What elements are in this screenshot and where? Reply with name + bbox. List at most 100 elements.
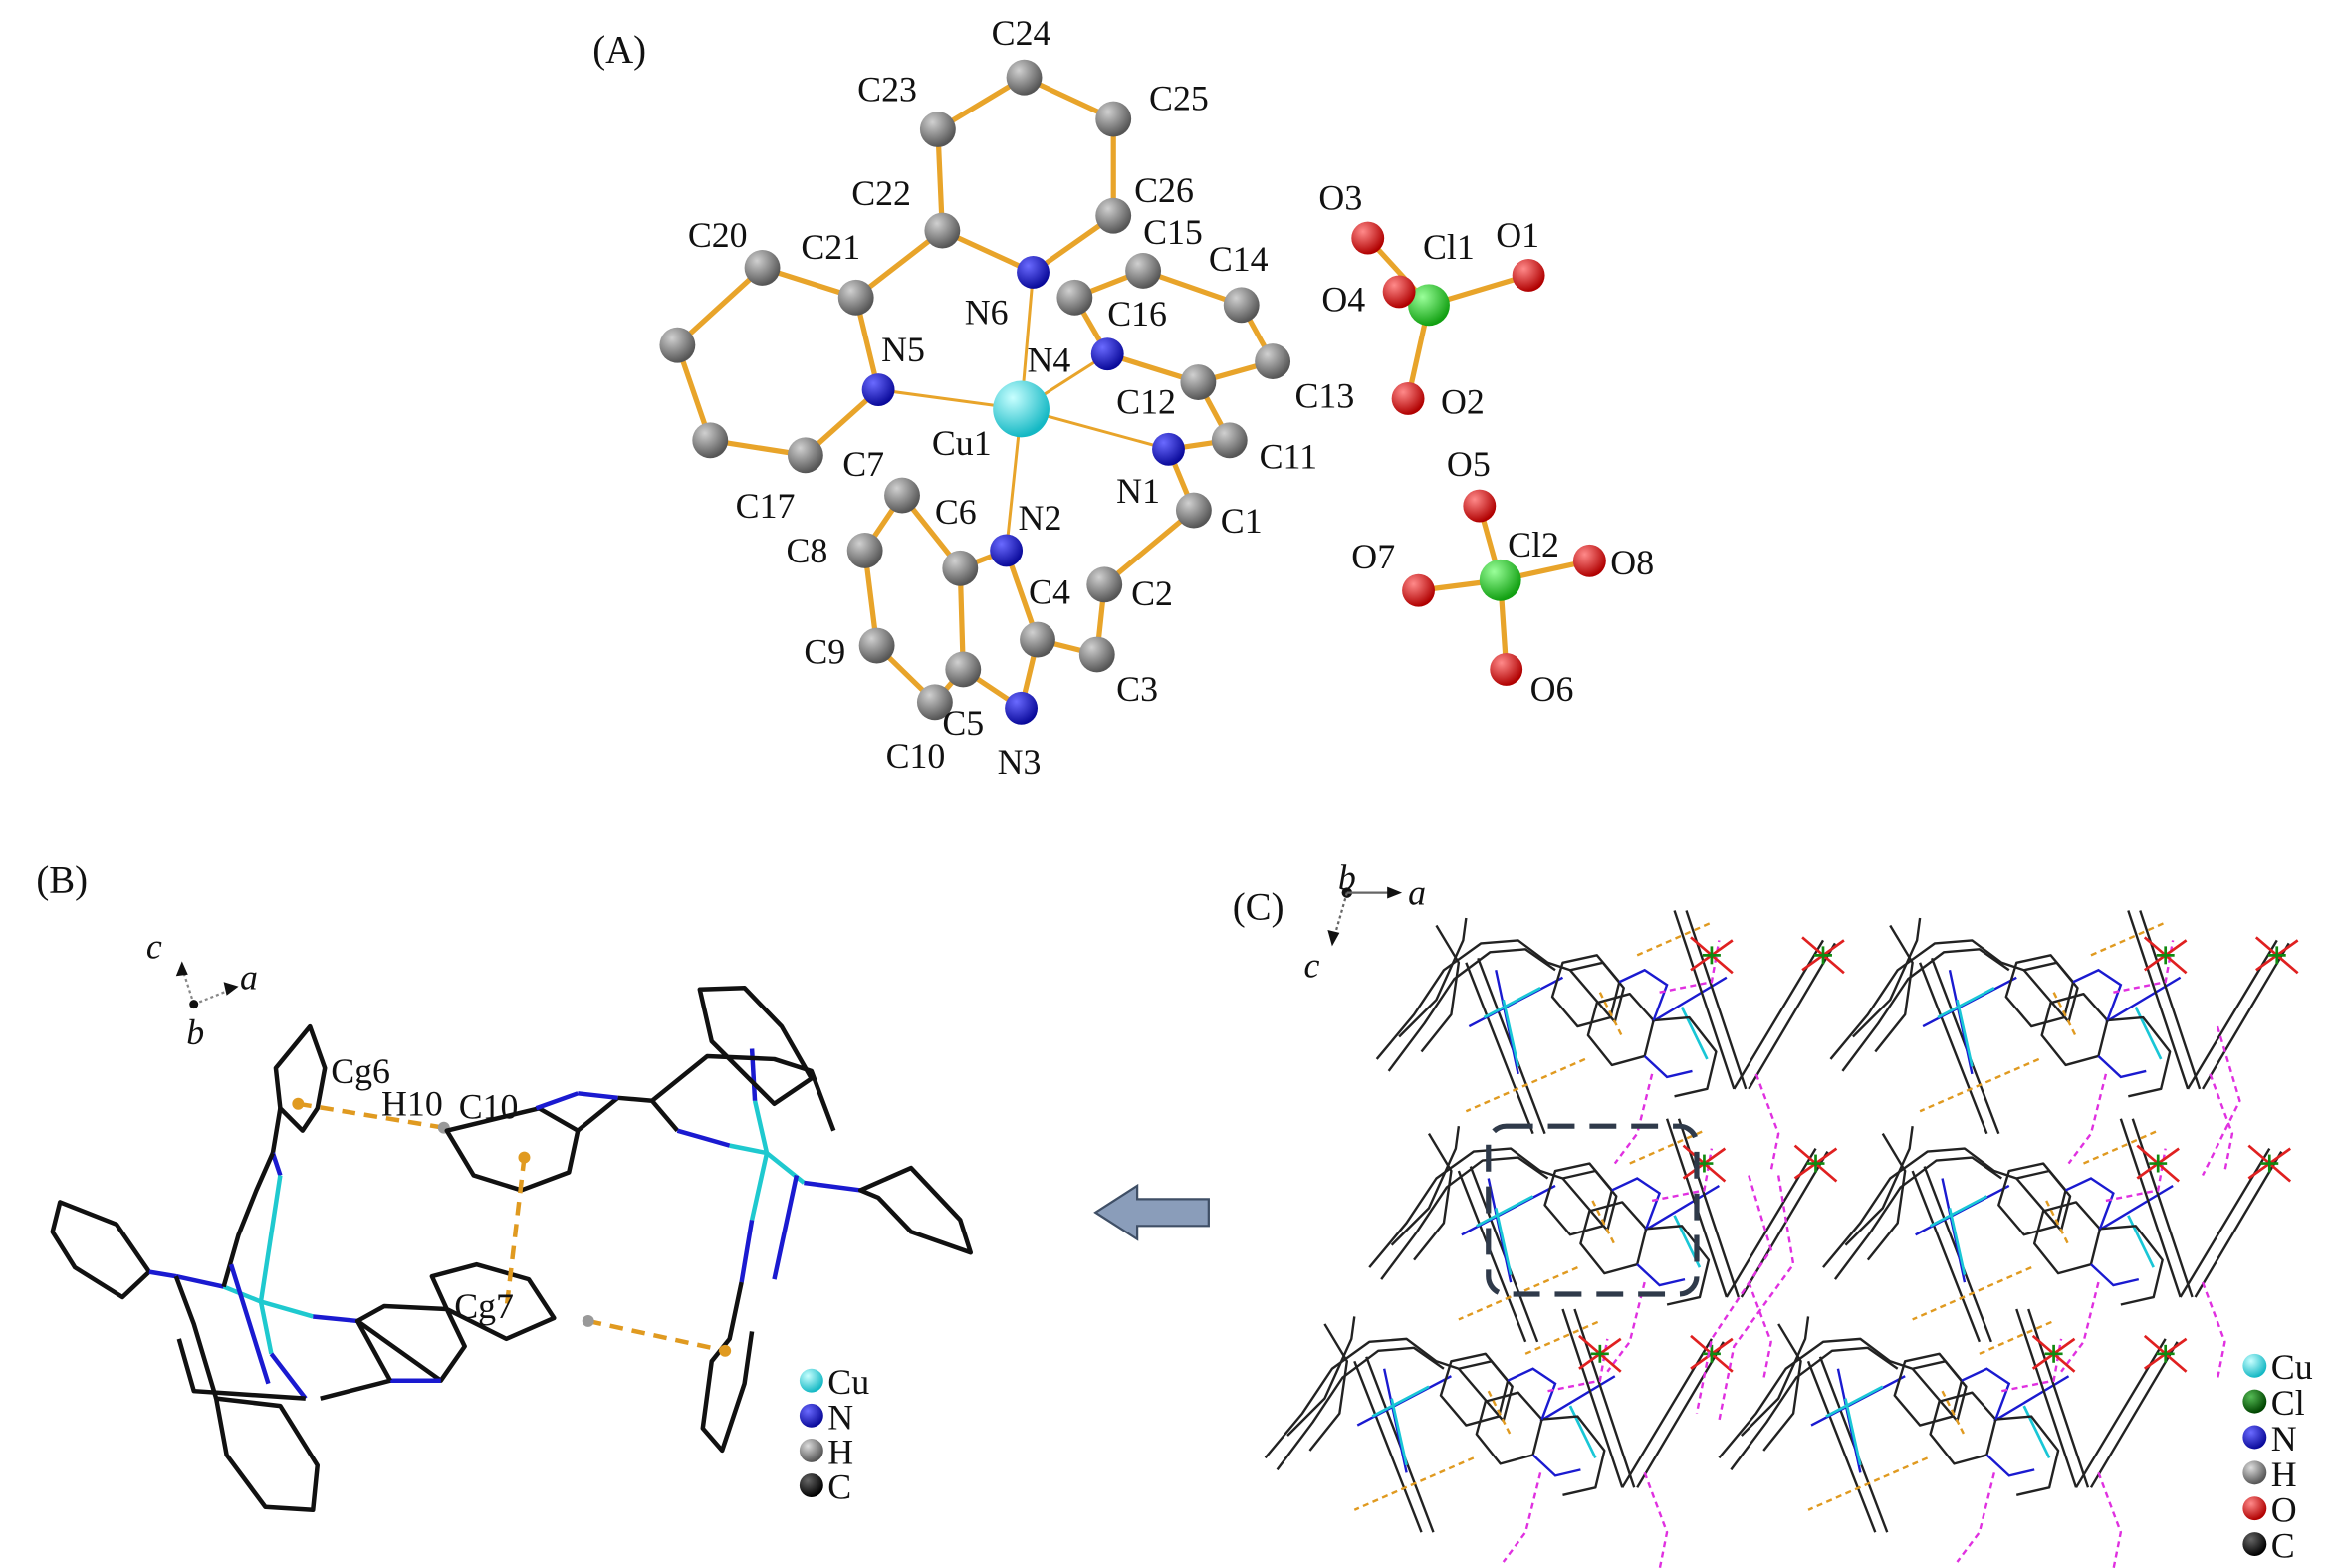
- atom-label-o2: O2: [1441, 381, 1485, 421]
- atom-o8: [1572, 544, 1606, 577]
- atom-label-n6: N6: [965, 293, 1009, 333]
- atom-label-c3: C3: [1116, 669, 1158, 709]
- legend-label-n: N: [827, 1397, 853, 1437]
- atom-c2: [1086, 566, 1123, 603]
- atom-c25: [1095, 101, 1132, 137]
- annotation-cg7: Cg7: [454, 1286, 514, 1326]
- atom-c20: [744, 250, 781, 286]
- atom-c16: [1056, 279, 1093, 316]
- legend-label-c: C: [827, 1467, 851, 1507]
- highlight-box: [1486, 1123, 1700, 1297]
- axis-a-label: a: [240, 958, 258, 998]
- panel-b-axes: c a b: [146, 926, 258, 1052]
- legend-swatch-h: [2242, 1460, 2267, 1485]
- atom-label-o6: O6: [1530, 669, 1574, 709]
- legend-swatch-h: [799, 1438, 823, 1462]
- atom-label-c24: C24: [992, 13, 1051, 53]
- atom-c23: [919, 112, 956, 147]
- atom-label-c10: C10: [886, 736, 946, 776]
- atom-label-c2: C2: [1131, 573, 1173, 613]
- atom-label-cl1: Cl1: [1423, 227, 1475, 267]
- atom-label-c25: C25: [1149, 79, 1209, 118]
- atom-label-c6: C6: [935, 492, 977, 532]
- atom-label-c20: C20: [688, 215, 748, 255]
- atom-label-c23: C23: [857, 70, 917, 110]
- atom-label-o7: O7: [1351, 537, 1395, 576]
- legend-swatch-o: [2242, 1496, 2267, 1521]
- atom-label-n2: N2: [1019, 498, 1062, 538]
- legend-label-h: H: [827, 1432, 853, 1471]
- atom-n4: [1090, 337, 1124, 371]
- legend-swatch-n: [799, 1403, 823, 1428]
- axis-c-label: c: [146, 926, 162, 966]
- legend-label-n: N: [2271, 1419, 2297, 1458]
- legend-label-cu: Cu: [827, 1362, 869, 1402]
- atom-n5: [861, 373, 895, 406]
- legend-label-c: C: [2271, 1526, 2295, 1566]
- atom-c3: [1078, 636, 1115, 673]
- panel-c-label: (C): [1233, 885, 1284, 928]
- legend-swatch-cl: [2242, 1389, 2267, 1414]
- atom-label-c7: C7: [842, 444, 884, 484]
- atom-n3: [1005, 691, 1038, 725]
- atom-label-n1: N1: [1116, 471, 1160, 511]
- atom-c8: [846, 532, 883, 568]
- axis-b-label: b: [186, 1012, 204, 1052]
- bond: [1101, 507, 1197, 587]
- atom-x18: [692, 422, 729, 459]
- atom-label-c12: C12: [1116, 381, 1176, 421]
- atom-label-c15: C15: [1143, 212, 1203, 252]
- atom-label-o3: O3: [1318, 178, 1362, 218]
- atom-o3: [1351, 221, 1385, 255]
- atom-cu1: [993, 380, 1050, 438]
- legend-swatch-c: [2242, 1532, 2267, 1557]
- atom-label-n5: N5: [881, 330, 925, 369]
- atom-o4: [1382, 275, 1416, 309]
- atom-label-n3: N3: [998, 742, 1042, 782]
- atom-label-n4: N4: [1028, 340, 1071, 380]
- atom-label-c8: C8: [786, 531, 827, 570]
- atom-label-cl2: Cl2: [1508, 525, 1559, 564]
- panel-c-packing: [1264, 909, 2300, 1568]
- bond: [853, 228, 945, 301]
- atom-c22: [924, 212, 961, 249]
- atom-c10: [916, 684, 953, 721]
- legend-label-cu: Cu: [2271, 1347, 2313, 1387]
- atom-c14: [1223, 287, 1260, 324]
- atom-label-c16: C16: [1107, 294, 1167, 334]
- panel-c-axes: b a c: [1303, 858, 1426, 986]
- atom-label-c11: C11: [1260, 437, 1317, 477]
- atom-label-c21: C21: [801, 227, 860, 267]
- atom-label-c13: C13: [1295, 375, 1355, 415]
- atom-label-cu1: Cu1: [932, 423, 992, 463]
- annotation-h10: H10: [381, 1084, 443, 1124]
- atom-c13: [1255, 343, 1291, 380]
- axis-b-label: b: [1338, 858, 1356, 898]
- atom-c1: [1175, 492, 1212, 529]
- atom-c26: [1095, 197, 1132, 234]
- atom-x19: [659, 327, 696, 363]
- annotation-cg6: Cg6: [331, 1051, 390, 1091]
- axis-a-label: a: [1408, 873, 1426, 913]
- atom-o1: [1512, 259, 1545, 292]
- atom-n2: [990, 534, 1024, 567]
- legend-swatch-cu: [2242, 1353, 2267, 1378]
- atom-cl1: [1408, 284, 1450, 327]
- atom-o7: [1402, 573, 1435, 607]
- atom-c4: [1020, 621, 1055, 658]
- atom-c7: [884, 477, 920, 514]
- atom-label-o5: O5: [1447, 444, 1491, 484]
- atom-label-c1: C1: [1221, 501, 1263, 541]
- legend-label-h: H: [2271, 1455, 2297, 1494]
- atom-c24: [1006, 59, 1043, 96]
- annotation-c10: C10: [459, 1087, 519, 1127]
- atom-c11: [1211, 422, 1248, 459]
- atom-label-c14: C14: [1209, 239, 1269, 279]
- left-arrow-icon: [1093, 1183, 1210, 1241]
- atom-n6: [1017, 256, 1050, 289]
- panel-a-label: (A): [592, 29, 646, 72]
